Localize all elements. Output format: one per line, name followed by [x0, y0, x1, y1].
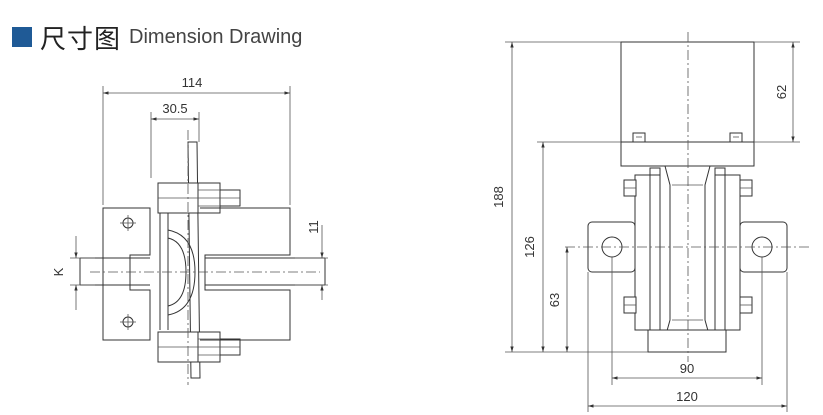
- bottom-base: [647, 329, 727, 353]
- dim-k-label: K: [51, 267, 66, 276]
- dim-126: 126: [522, 141, 621, 352]
- top-block: [620, 41, 755, 143]
- left-shoe: [634, 174, 661, 331]
- dim-30-5: 30.5: [150, 101, 200, 178]
- dim-90: 90: [611, 257, 763, 385]
- header-title-cn: 尺寸图: [40, 24, 122, 55]
- dim-62-label: 62: [774, 85, 789, 99]
- guide-rail-left: [79, 257, 150, 286]
- dim-11-label: 11: [306, 220, 321, 234]
- dim-90-label: 90: [680, 361, 694, 376]
- dim-188-label: 188: [491, 186, 506, 208]
- dim-188: 188: [491, 41, 648, 353]
- top-plate: [620, 141, 755, 167]
- left-right-bracket: [200, 207, 291, 341]
- dim-30-5-label: 30.5: [162, 101, 187, 116]
- dim-63: 63: [547, 247, 569, 352]
- dim-114: 114: [102, 75, 291, 205]
- dim-11: 11: [295, 220, 328, 300]
- section-header: 尺寸图 Dimension Drawing: [12, 22, 303, 55]
- right-shoe: [714, 174, 741, 331]
- dim-63-label: 63: [547, 293, 562, 307]
- dim-120-label: 120: [676, 389, 698, 404]
- header-title-en: Dimension Drawing: [129, 25, 303, 48]
- dim-126-label: 126: [522, 236, 537, 258]
- left-view: 114 30.5: [51, 75, 328, 385]
- center-rail: [664, 165, 711, 339]
- guide-shoe-inner: [159, 213, 169, 330]
- dim-62: 62: [754, 41, 800, 143]
- guide-rail-right: [205, 257, 326, 286]
- header-square-icon: [12, 27, 32, 47]
- dim-k: K: [51, 236, 95, 310]
- left-mount-bracket: [102, 207, 151, 341]
- right-view: 188 126 63 62 90: [491, 32, 812, 412]
- dim-114-label: 114: [182, 75, 203, 90]
- dim-120: 120: [587, 272, 788, 412]
